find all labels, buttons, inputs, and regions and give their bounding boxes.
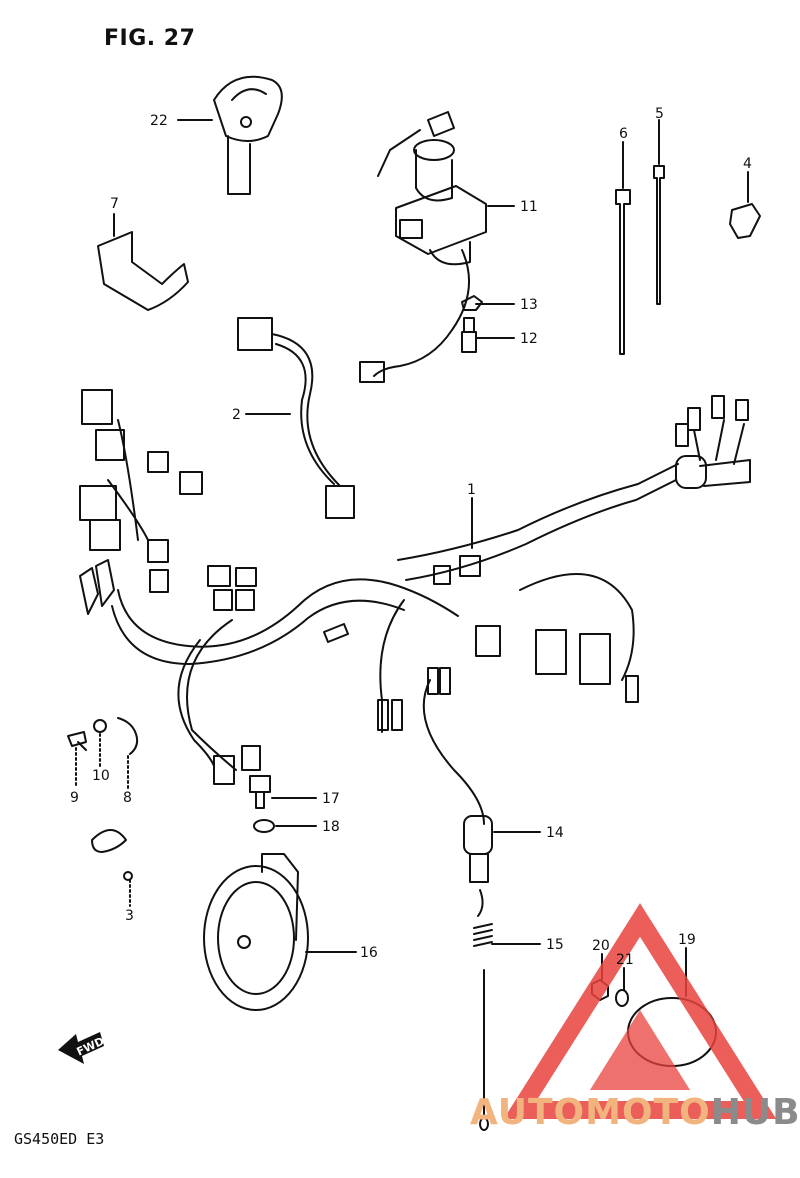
clip-8-part xyxy=(117,717,139,755)
watermark-text-part1: AUTOMOTO xyxy=(470,1092,711,1133)
callout-8: 8 xyxy=(123,790,132,806)
cable-tie-5-part xyxy=(653,165,665,305)
callout-4: 4 xyxy=(743,156,752,172)
washer-10-part xyxy=(93,719,107,733)
callout-19: 19 xyxy=(678,932,696,948)
callout-labels: 22 11 13 12 6 5 4 7 2 1 9 10 8 3 17 18 1… xyxy=(70,106,752,968)
cable-tie-6-part xyxy=(615,189,631,355)
key-part xyxy=(213,75,283,195)
bolt-12-part xyxy=(461,317,477,353)
callout-18: 18 xyxy=(322,819,340,835)
left-connectors xyxy=(79,389,203,615)
callout-10: 10 xyxy=(92,768,110,784)
watermark-text: AUTOMOTOHUB xyxy=(470,1092,800,1133)
callout-15: 15 xyxy=(546,937,564,953)
mid-connectors xyxy=(207,555,639,785)
washer-21-part xyxy=(615,989,629,1007)
callout-16: 16 xyxy=(360,945,378,961)
screw-9-part xyxy=(67,731,87,751)
ignition-switch-part xyxy=(359,111,487,383)
callout-6: 6 xyxy=(619,126,628,142)
callout-12: 12 xyxy=(520,331,538,347)
watermark-logo xyxy=(503,903,777,1119)
callout-5: 5 xyxy=(655,106,664,122)
bolt-17-part xyxy=(249,775,271,809)
callout-13: 13 xyxy=(520,297,538,313)
horn-part xyxy=(203,853,309,1011)
watermark-text-part2: HUB xyxy=(710,1092,800,1133)
callout-7: 7 xyxy=(110,196,119,212)
nut-13-part xyxy=(461,295,483,311)
callout-3: 3 xyxy=(125,908,134,924)
callout-11: 11 xyxy=(520,199,538,215)
sub-harness-part xyxy=(237,317,355,519)
callout-20: 20 xyxy=(592,938,610,954)
callout-2: 2 xyxy=(232,407,241,423)
washer-18-part xyxy=(253,819,275,833)
switch-14-part xyxy=(463,815,493,883)
callout-22: 22 xyxy=(150,113,168,129)
figure-title: FIG. 27 xyxy=(104,26,196,51)
callout-1: 1 xyxy=(467,482,476,498)
right-connectors xyxy=(675,395,749,465)
callout-9: 9 xyxy=(70,790,79,806)
spring-15-part xyxy=(473,889,493,1131)
callout-21: 21 xyxy=(616,952,634,968)
main-harness-part xyxy=(111,455,751,825)
bracket-7-part xyxy=(97,231,189,311)
fwd-arrow-icon xyxy=(58,1032,104,1064)
clip-3-part xyxy=(91,829,127,853)
model-code: GS450ED E3 xyxy=(14,1130,105,1148)
clamp-4-part xyxy=(729,203,761,239)
callout-17: 17 xyxy=(322,791,340,807)
callout-14: 14 xyxy=(546,825,564,841)
